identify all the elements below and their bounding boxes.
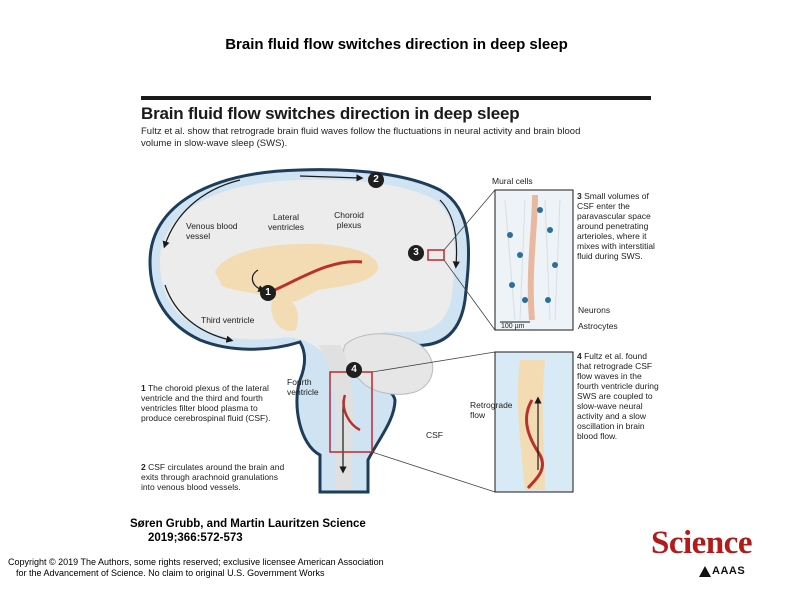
figure-subtitle: Fultz et al. show that retrograde brain … bbox=[141, 126, 581, 149]
note-1-number: 1 bbox=[141, 383, 146, 393]
note-4-text: Fultz et al. found that retrograde CSF f… bbox=[577, 351, 659, 441]
note-1-text: The choroid plexus of the lateral ventri… bbox=[141, 383, 271, 423]
label-third: Third ventricle bbox=[201, 315, 255, 325]
copyright: Copyright © 2019 The Authors, some right… bbox=[8, 557, 384, 579]
citation-line-1: Søren Grubb, and Martin Lauritzen Scienc… bbox=[130, 518, 366, 530]
note-1: 1 The choroid plexus of the lateral vent… bbox=[141, 383, 286, 423]
label-retrograde: Retrograde flow bbox=[470, 400, 513, 420]
marker-3: 3 bbox=[408, 245, 424, 261]
note-3: 3 Small volumes of CSF enter the paravas… bbox=[577, 191, 657, 261]
label-neurons: Neurons bbox=[578, 305, 611, 315]
arteriole bbox=[527, 194, 538, 321]
note-3-text: Small volumes of CSF enter the paravascu… bbox=[577, 191, 655, 261]
third-ventricle-shape bbox=[271, 300, 298, 331]
label-csf: CSF bbox=[426, 430, 443, 440]
note-2-text: CSF circulates around the brain and exit… bbox=[141, 462, 285, 492]
label-mural: Mural cells bbox=[492, 176, 533, 186]
brainstem bbox=[318, 345, 354, 490]
label-scale: 100 µm bbox=[501, 323, 525, 330]
note-2: 2 CSF circulates around the brain and ex… bbox=[141, 462, 286, 492]
slide-title: Brain fluid flow switches direction in d… bbox=[225, 36, 568, 53]
label-fourth: Fourth ventricle bbox=[287, 377, 319, 397]
note-4-number: 4 bbox=[577, 351, 582, 361]
note-3-number: 3 bbox=[577, 191, 582, 201]
aaas-logo-text: AAAS bbox=[712, 565, 746, 577]
copyright-line-2: for the Advancement of Science. No claim… bbox=[16, 568, 325, 578]
copyright-line-1: Copyright © 2019 The Authors, some right… bbox=[8, 557, 384, 567]
inset-box-3-source bbox=[427, 249, 445, 261]
figure-rule bbox=[141, 96, 651, 100]
marker-2: 2 bbox=[368, 172, 384, 188]
label-astrocytes: Astrocytes bbox=[578, 321, 618, 331]
aaas-logo-icon bbox=[699, 566, 711, 577]
astrocyte-dots bbox=[507, 207, 558, 303]
marker-1: 1 bbox=[260, 285, 276, 301]
choroid-plexus-path bbox=[269, 260, 363, 294]
citation-line-2: 2019;366:572-573 bbox=[148, 532, 243, 544]
lateral-ventricle-shape bbox=[215, 243, 379, 303]
figure-title: Brain fluid flow switches direction in d… bbox=[141, 104, 520, 123]
note-2-number: 2 bbox=[141, 462, 146, 472]
citation: Søren Grubb, and Martin Lauritzen Scienc… bbox=[130, 517, 366, 545]
label-lateral: Lateral ventricles bbox=[268, 212, 304, 232]
science-logo: Science bbox=[651, 525, 752, 561]
marker-4: 4 bbox=[346, 362, 362, 378]
note-4: 4 Fultz et al. found that retrograde CSF… bbox=[577, 351, 659, 441]
label-venous: Venous blood vessel bbox=[186, 221, 238, 241]
label-choroid: Choroid plexus bbox=[334, 210, 364, 230]
